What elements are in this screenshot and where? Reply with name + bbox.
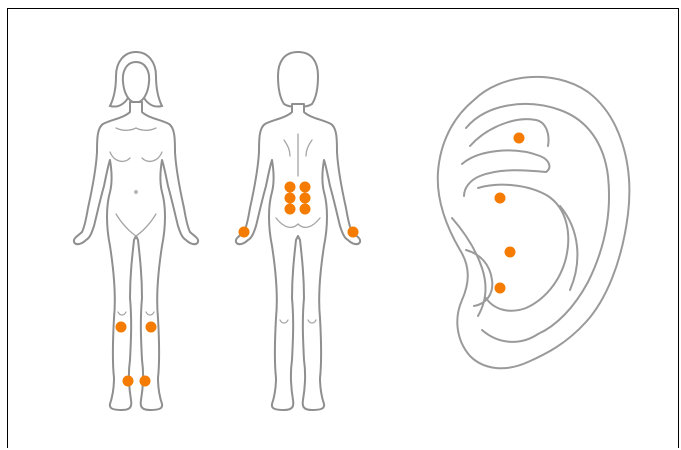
ear-point-3[interactable] (505, 247, 516, 258)
ear-point-1[interactable] (514, 133, 525, 144)
front-body-outline (74, 102, 198, 410)
back-point-hand-left[interactable] (239, 227, 250, 238)
back-point-lumbar-5[interactable] (285, 204, 296, 215)
back-hair (278, 52, 318, 107)
front-face (123, 62, 149, 103)
back-point-lumbar-6[interactable] (300, 204, 311, 215)
back-body-figure (236, 52, 360, 410)
ear-figure (438, 77, 630, 368)
back-point-lumbar-1[interactable] (285, 182, 296, 193)
back-point-lumbar-2[interactable] (300, 182, 311, 193)
front-point-knee-left[interactable] (116, 322, 127, 333)
front-point-ankle-left[interactable] (123, 376, 134, 387)
ear-fossa-upper (470, 119, 549, 146)
ear-lobe-line (482, 330, 538, 342)
front-point-knee-right[interactable] (146, 322, 157, 333)
front-body-figure (74, 52, 198, 410)
ear-antihelix (462, 150, 549, 196)
back-point-lumbar-3[interactable] (285, 193, 296, 204)
ear-point-4[interactable] (495, 283, 506, 294)
ear-antihelix-fold (452, 218, 485, 316)
back-point-hand-right[interactable] (348, 227, 359, 238)
back-point-lumbar-4[interactable] (300, 193, 311, 204)
front-point-ankle-right[interactable] (140, 376, 151, 387)
ear-point-2[interactable] (495, 193, 506, 204)
